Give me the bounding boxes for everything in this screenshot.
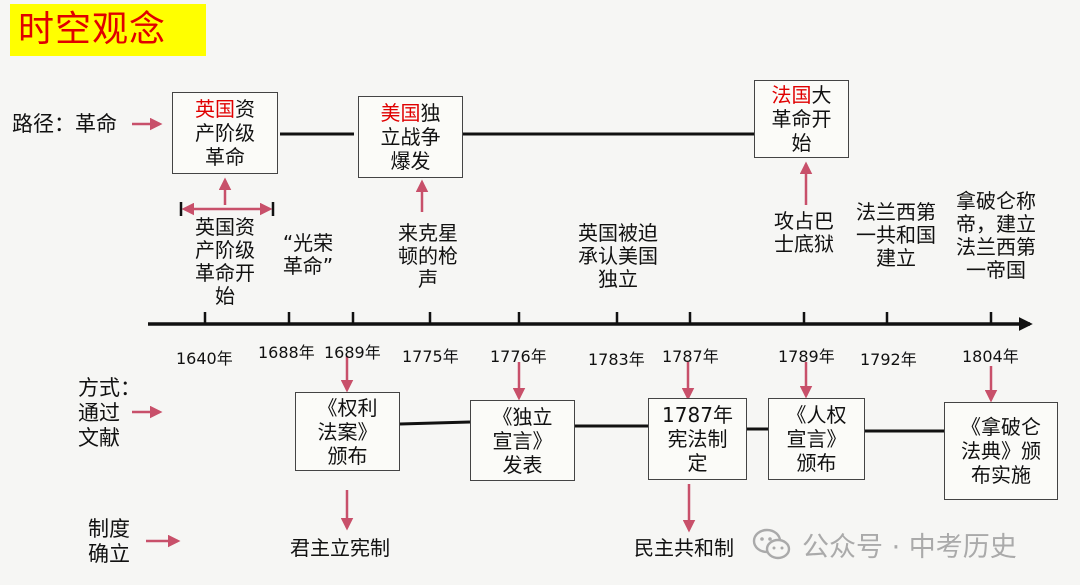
event-1688: “光荣 革命”	[282, 231, 334, 278]
revolution-box-english: 英国资 产阶级 革命	[172, 92, 278, 174]
revolution-highlight: 美国	[380, 101, 421, 125]
document-box-napoleonic-code: 《拿破仑 法典》颁 布实施	[944, 402, 1058, 500]
document-text: 《人权 宣言》 颁布	[786, 403, 847, 475]
document-box-bill-of-rights: 《权利 法案》 颁布	[295, 392, 400, 471]
year-label: 1783年	[588, 350, 645, 369]
year-label: 1776年	[490, 347, 547, 366]
document-text: 《权利 法案》 颁布	[317, 395, 378, 468]
event-1775: 来克星 顿的枪 声	[398, 221, 458, 291]
year-label: 1689年	[324, 343, 381, 362]
revolution-highlight: 法国	[771, 83, 812, 107]
event-1783: 英国被迫 承认美国 独立	[578, 221, 658, 291]
revolution-text: 大 革命开 始	[771, 83, 832, 155]
document-text: 《拿破仑 法典》颁 布实施	[961, 415, 1041, 487]
page-title: 时空观念	[10, 4, 206, 56]
event-1640: 英国资 产阶级 革命开 始	[195, 215, 255, 308]
system-democratic-republic: 民主共和制	[634, 536, 734, 560]
system-label: 制度 确立	[88, 517, 130, 566]
year-label: 1789年	[778, 347, 835, 366]
wechat-icon	[752, 528, 791, 559]
year-label: 1688年	[258, 343, 315, 362]
document-box-1787-constitution: 1787年 宪法制 定	[648, 398, 747, 480]
year-label: 1804年	[962, 347, 1019, 366]
system-constitutional-monarchy: 君主立宪制	[290, 536, 390, 560]
event-1789: 攻占巴 士底狱	[774, 209, 834, 256]
year-label: 1792年	[860, 350, 917, 369]
year-label: 1640年	[176, 349, 233, 368]
revolution-text: 独 立战争 爆发	[380, 101, 441, 173]
year-label: 1787年	[662, 347, 719, 366]
revolution-text: 资 产阶级 革命	[195, 97, 255, 169]
watermark-text: 公众号 · 中考历史	[802, 532, 1017, 563]
event-1804: 拿破仑称 帝，建立 法兰西第 一帝国	[956, 189, 1036, 282]
watermark: 公众号 · 中考历史	[752, 525, 1017, 564]
document-text: 《独立 宣言》 发表	[492, 404, 553, 477]
path-label: 路径：革命	[12, 112, 117, 136]
timeline-ticks	[203, 312, 993, 324]
doc-link-1	[399, 420, 471, 426]
method-label: 方式： 通过 文献	[78, 376, 141, 450]
document-box-declaration-of-independence: 《独立 宣言》 发表	[470, 400, 575, 481]
event-1792: 法兰西第 一共和国 建立	[856, 200, 936, 270]
revolution-box-american: 美国独 立战争 爆发	[358, 96, 463, 178]
year-label: 1775年	[402, 347, 459, 366]
revolution-box-french: 法国大 革命开 始	[754, 80, 849, 158]
document-text: 1787年 宪法制 定	[662, 403, 733, 475]
revolution-highlight: 英国	[195, 97, 235, 121]
document-box-rights-of-man: 《人权 宣言》 颁布	[768, 398, 865, 480]
